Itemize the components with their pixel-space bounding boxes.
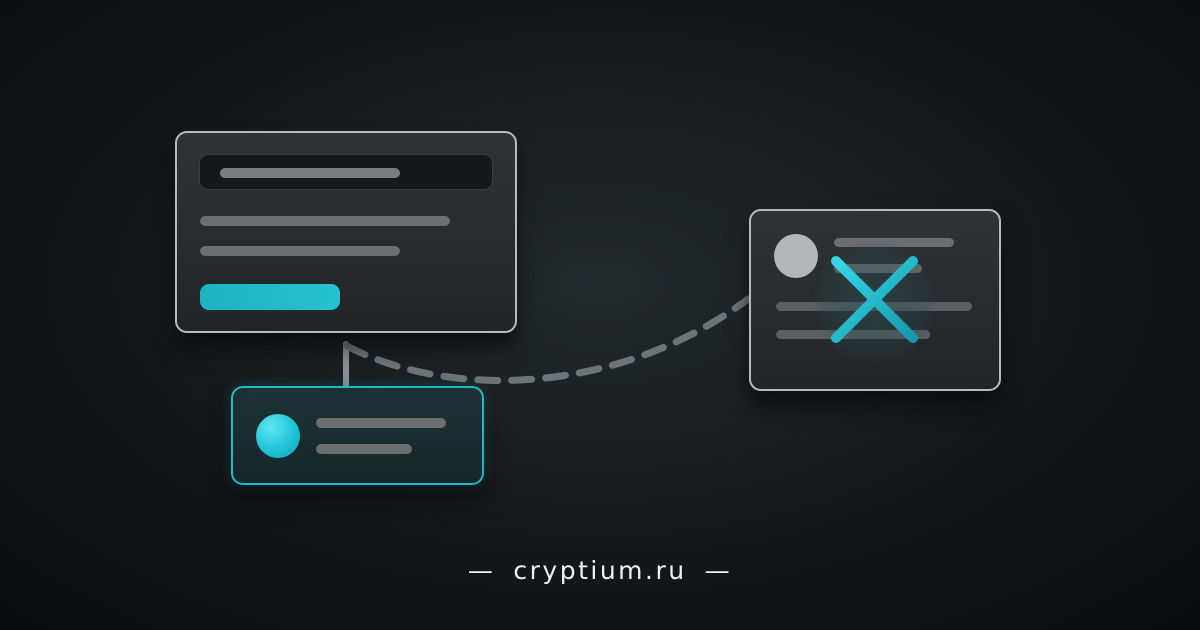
form-line-placeholder — [200, 246, 400, 256]
avatar — [774, 234, 818, 278]
input-text-placeholder — [220, 168, 400, 178]
site-footer: — cryptium.ru — — [0, 556, 1200, 585]
submit-button-placeholder — [200, 284, 340, 310]
form-line-placeholder — [200, 216, 450, 226]
footer-dash-right: — — [704, 556, 733, 585]
dashed-connector — [343, 295, 752, 384]
user-line-placeholder — [316, 444, 412, 454]
user-line-placeholder — [316, 418, 446, 428]
footer-dash-left: — — [467, 556, 496, 585]
avatar — [256, 414, 300, 458]
site-name: cryptium.ru — [513, 556, 687, 585]
